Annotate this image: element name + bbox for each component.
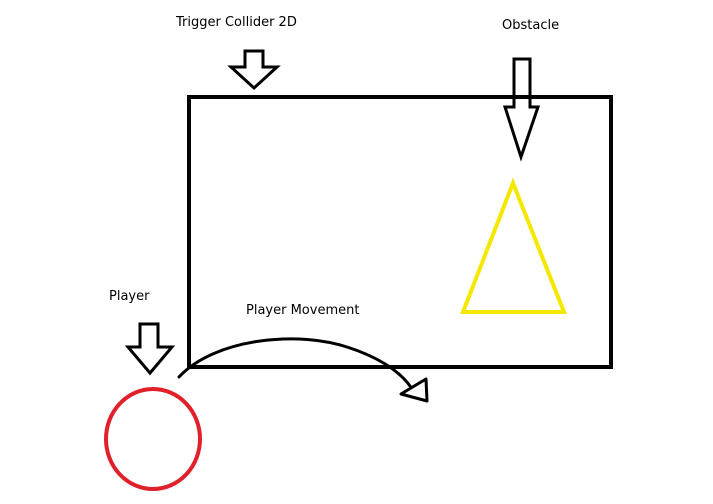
trigger-collider-label: Trigger Collider 2D — [176, 15, 297, 30]
movement-path — [177, 337, 412, 388]
down-arrow-icon — [227, 49, 281, 91]
player-label: Player — [109, 289, 150, 304]
movement-arrowhead — [399, 377, 429, 403]
down-arrow-icon — [502, 57, 541, 162]
obstacle-triangle — [460, 177, 567, 314]
player-circle — [104, 387, 202, 491]
trigger-collider-box — [187, 95, 613, 369]
obstacle-label: Obstacle — [502, 18, 560, 33]
curved-arrow-icon — [177, 337, 429, 403]
down-arrow-icon — [124, 322, 176, 376]
player-movement-label: Player Movement — [246, 303, 360, 318]
